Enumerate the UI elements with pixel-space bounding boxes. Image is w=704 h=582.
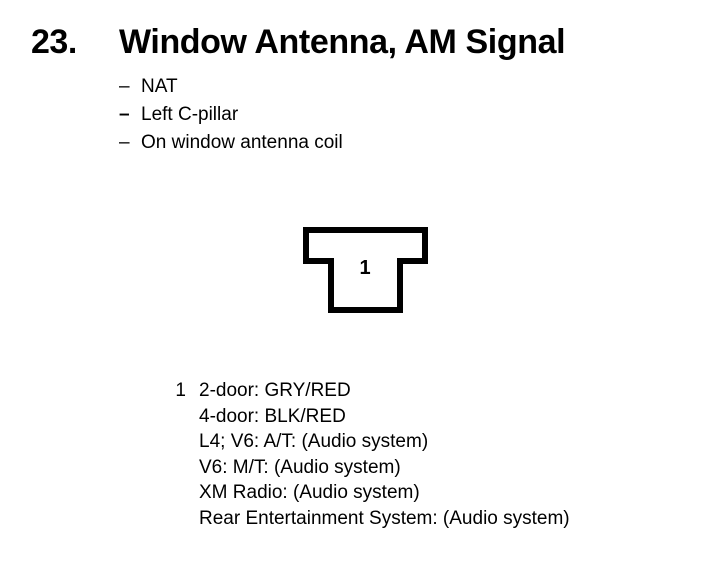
legend-row: 4-door: BLK/RED [170, 404, 690, 430]
legend-text: 4-door: BLK/RED [199, 405, 346, 427]
legend-row: L4; V6: A/T: (Audio system) [170, 429, 690, 455]
legend-index: 1 [175, 380, 186, 401]
detail-item-location: –Left C-pillar [119, 101, 619, 129]
legend-row: V6: M/T: (Audio system) [170, 455, 690, 481]
legend-list: 1 2-door: GRY/RED 4-door: BLK/RED L4; V6… [170, 378, 690, 531]
legend-row: 1 2-door: GRY/RED [170, 378, 690, 404]
legend-text: L4; V6: A/T: (Audio system) [199, 431, 429, 452]
dash-marker-icon: – [119, 76, 130, 97]
dash-marker-icon: – [119, 132, 130, 153]
detail-item-nat: –NAT [119, 73, 619, 101]
pin-number-label: 1 [359, 257, 371, 279]
detail-item-label: NAT [141, 76, 178, 97]
legend-text: V6: M/T: (Audio system) [199, 456, 401, 478]
t-connector-outline-icon [303, 227, 428, 313]
item-number: 23. [31, 23, 77, 61]
dash-marker-icon: – [119, 104, 130, 125]
legend-row: XM Radio: (Audio system) [170, 480, 690, 506]
connector-symbol: 1 [296, 220, 441, 325]
page-header: 23. Window Antenna, AM Signal [0, 22, 704, 62]
page-title: Window Antenna, AM Signal [119, 23, 566, 61]
detail-item-mounting: –On window antenna coil [119, 129, 619, 157]
detail-list: –NAT –Left C-pillar –On window antenna c… [119, 73, 619, 157]
legend-row: Rear Entertainment System: (Audio system… [170, 506, 690, 532]
legend-text: 2-door: GRY/RED [199, 380, 351, 401]
connector-shell-path [303, 227, 428, 313]
detail-item-label: Left C-pillar [141, 104, 239, 125]
legend-text: XM Radio: (Audio system) [199, 482, 420, 503]
legend-text: Rear Entertainment System: (Audio system… [199, 507, 570, 529]
detail-item-label: On window antenna coil [141, 132, 343, 153]
